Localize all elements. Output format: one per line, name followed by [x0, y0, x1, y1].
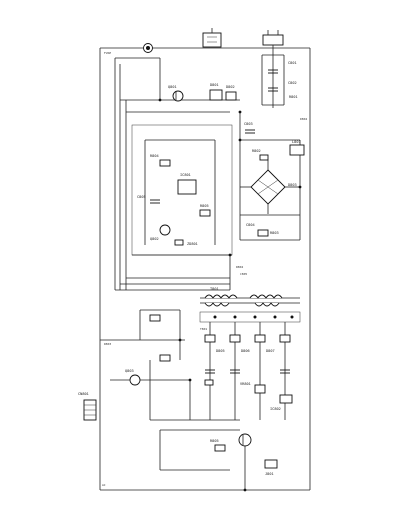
svg-text:D803: D803 — [288, 183, 297, 187]
output-section: D805 D806 D807 VR801 IC802 — [204, 322, 293, 420]
svg-text:D805: D805 — [216, 349, 225, 353]
svg-text:R803: R803 — [104, 342, 111, 346]
svg-text:C804: C804 — [246, 223, 255, 227]
svg-text:R804: R804 — [236, 265, 243, 269]
svg-text:AC: AC — [102, 483, 106, 487]
svg-text:Q801: Q801 — [168, 85, 177, 89]
svg-text:FUSE: FUSE — [104, 51, 111, 55]
svg-text:VR801: VR801 — [240, 382, 251, 386]
svg-text:R805: R805 — [200, 204, 209, 208]
svg-text:C801: C801 — [288, 61, 297, 65]
svg-text:T801: T801 — [210, 287, 219, 291]
svg-text:R803: R803 — [270, 231, 279, 235]
frame-wires — [99, 47, 311, 491]
svg-text:C803: C803 — [244, 122, 253, 126]
ac-input-section: C801 C802 R801 — [143, 28, 298, 108]
svg-text:R804: R804 — [150, 154, 159, 158]
ic801 — [177, 179, 197, 195]
svg-text:ZD801: ZD801 — [187, 242, 198, 246]
transformer-t801: T801 — [199, 287, 301, 323]
svg-text:L801: L801 — [292, 140, 301, 144]
svg-text:R805: R805 — [210, 439, 219, 443]
svg-text:D806: D806 — [241, 349, 250, 353]
bus-lines — [115, 255, 231, 291]
top-left-circuit: Q801 D801 D802 — [114, 57, 240, 290]
bridge-rectifier: D803 — [240, 160, 300, 214]
bottom-circuit: R805 J801 — [159, 429, 278, 490]
junction-dots — [158, 98, 302, 492]
svg-text:J801: J801 — [265, 472, 274, 476]
svg-text:R802: R802 — [252, 149, 261, 153]
svg-text:D807: D807 — [266, 349, 275, 353]
svg-text:D804: D804 — [300, 117, 307, 121]
svg-text:Q802: Q802 — [150, 237, 159, 241]
svg-text:IC802: IC802 — [270, 407, 281, 411]
svg-text:C805: C805 — [240, 272, 247, 276]
ac-plug-icon — [262, 30, 284, 52]
svg-text:D802: D802 — [226, 85, 235, 89]
connector-label: CN801 — [78, 392, 89, 396]
svg-text:Q803: Q803 — [125, 369, 134, 373]
mid-right-circuit: L801 R802 C803 R803 C804 — [239, 112, 305, 241]
control-ic-block: IC801 R804 C805 R805 Q802 ZD801 — [131, 124, 233, 256]
svg-text:IC801: IC801 — [180, 173, 191, 177]
lower-left-circuit: Q803 CN801 — [78, 309, 240, 421]
switch-box — [202, 32, 222, 48]
svg-text:D801: D801 — [210, 83, 219, 87]
svg-text:R801: R801 — [289, 95, 298, 99]
svg-text:C805: C805 — [137, 195, 146, 199]
svg-text:C802: C802 — [288, 81, 297, 85]
component-labels: FUSE D804 C805 R804 T801 R803 AC — [102, 51, 307, 487]
svg-text:T801: T801 — [200, 327, 207, 331]
